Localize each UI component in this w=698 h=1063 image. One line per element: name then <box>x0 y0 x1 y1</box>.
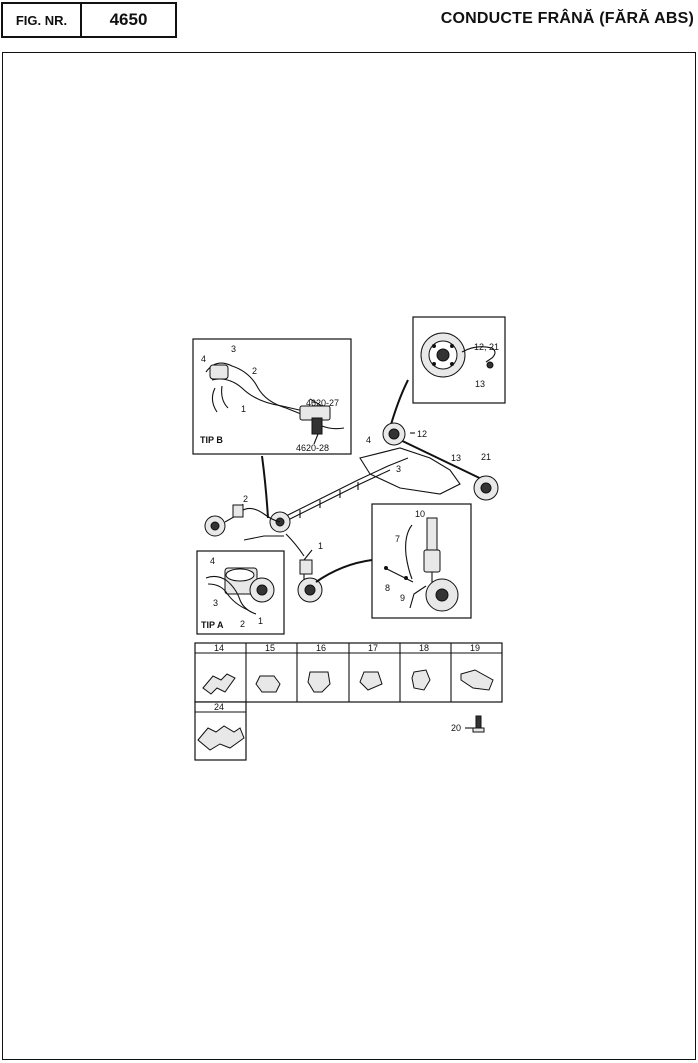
clip-18-icon <box>411 669 431 691</box>
clip-number-24: 24 <box>214 702 224 712</box>
clip-number-17: 17 <box>368 643 378 653</box>
inset-a-callout-3: 3 <box>213 598 218 608</box>
inset-b-callout-3: 3 <box>231 344 236 354</box>
clip-15-icon <box>255 675 281 693</box>
diagram-frame <box>2 52 696 1060</box>
main-callout-4: 4 <box>366 435 371 445</box>
inset-b-pointer <box>261 455 269 519</box>
clip-19-icon <box>460 669 494 691</box>
main-callout-1: 1 <box>318 541 323 551</box>
strut-pointer <box>315 559 373 583</box>
fig-number: 4650 <box>80 2 177 38</box>
inset-a-type-label: TIP A <box>201 620 224 630</box>
rear-drum-callout-12-21: 12, 21 <box>474 342 499 352</box>
inset-b-type-label: TIP B <box>200 435 223 445</box>
clip-number-14: 14 <box>214 643 224 653</box>
strut-callout-7: 7 <box>395 534 400 544</box>
inset-tip-a: 4 3 2 1 TIP A <box>196 550 285 635</box>
clip-table: 14 15 16 17 18 19 24 <box>194 642 503 761</box>
bolt-callout-20: 20 <box>451 723 461 733</box>
strut-callout-10: 10 <box>415 509 425 519</box>
inset-rear-drum: 12, 21 13 <box>412 316 506 404</box>
strut-callout-9: 9 <box>400 593 405 603</box>
main-callout-13: 13 <box>451 453 461 463</box>
main-callout-12: 12 <box>417 429 427 439</box>
rear-drum-pointer <box>389 379 409 429</box>
clip-number-16: 16 <box>316 643 326 653</box>
inset-front-strut: 10 7 8 9 <box>371 503 472 619</box>
inset-b-callout-1: 1 <box>241 404 246 414</box>
clip-number-19: 19 <box>470 643 480 653</box>
clip-number-15: 15 <box>265 643 275 653</box>
clip-16-icon <box>307 671 331 693</box>
page-title: CONDUCTE FRÂNĂ (FĂRĂ ABS) <box>440 10 694 27</box>
clip-17-icon <box>359 671 383 691</box>
inset-a-callout-2: 2 <box>240 619 245 629</box>
inset-a-callout-1: 1 <box>258 616 263 626</box>
main-callout-2: 2 <box>243 494 248 504</box>
inset-b-callout-2: 2 <box>252 366 257 376</box>
clip-14-icon <box>202 673 236 695</box>
strut-callout-8: 8 <box>385 583 390 593</box>
bolt-20: 20 <box>451 715 485 733</box>
inset-b-callout-4620-28: 4620-28 <box>296 443 329 453</box>
clip-24-icon <box>197 725 245 751</box>
main-callout-3: 3 <box>396 464 401 474</box>
main-callout-21: 21 <box>481 452 491 462</box>
rear-drum-callout-13: 13 <box>475 379 485 389</box>
inset-b-callout-4620-27: 4620-27 <box>306 398 339 408</box>
main-brake-assembly: 2 1 4 3 12 13 21 <box>204 422 499 603</box>
inset-tip-b: 4 3 2 1 4620-27 4620-28 TIP B <box>192 338 352 455</box>
inset-b-callout-4: 4 <box>201 354 206 364</box>
inset-a-callout-4: 4 <box>210 556 215 566</box>
clip-number-18: 18 <box>419 643 429 653</box>
